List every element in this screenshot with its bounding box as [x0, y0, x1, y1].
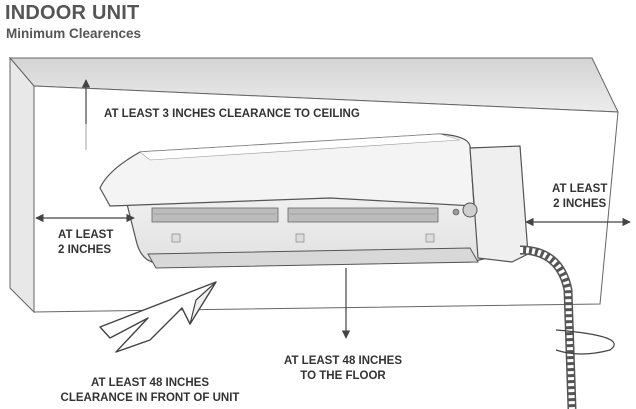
label-front-clearance: AT LEAST 48 INCHES CLEARANCE IN FRONT OF… — [60, 377, 240, 404]
unit-louvre-right — [287, 207, 439, 223]
label-left-clearance: AT LEAST 2 INCHES — [58, 229, 114, 256]
arrow-front-large — [99, 281, 217, 353]
label-right-clearance: AT LEAST 2 INCHES — [552, 183, 608, 210]
unit-louvre-left — [151, 207, 279, 223]
label-ceiling-clearance: AT LEAST 3 INCHES CLEARANCE TO CEILING — [104, 108, 360, 120]
unit-bottom-deflector — [147, 247, 479, 269]
unit-cover-highlight — [139, 133, 461, 161]
pipe-wrap-arrow — [555, 329, 615, 355]
wall-left-side — [9, 56, 35, 314]
diagram-subtitle: Minimum Clearences — [6, 26, 142, 41]
diagram-title: INDOOR UNIT — [5, 2, 140, 24]
label-floor-clearance: AT LEAST 48 INCHES TO THE FLOOR — [284, 355, 402, 382]
unit-side-panel — [469, 145, 529, 263]
indoor-unit — [99, 133, 615, 409]
unit-side-knob — [462, 202, 478, 218]
